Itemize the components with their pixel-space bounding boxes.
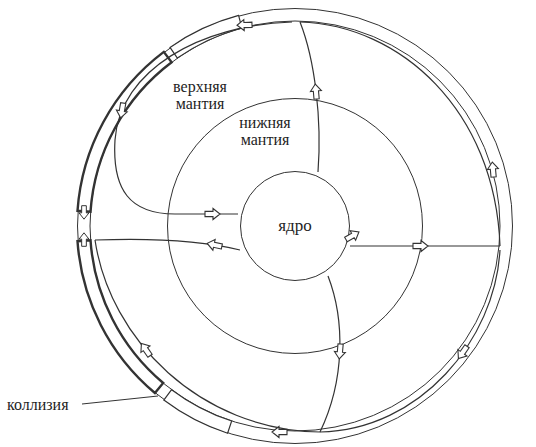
leader-line <box>82 396 158 404</box>
flow-line <box>115 22 292 214</box>
callout-label: коллизия <box>6 396 70 414</box>
flow-line <box>95 240 320 432</box>
core-circle: ядро <box>240 171 350 281</box>
flow-arrow <box>343 227 361 244</box>
text-holder: нижняя мантия <box>239 115 290 149</box>
text-holder: верхняя мантия <box>173 79 227 113</box>
crust-inner-line <box>90 21 500 431</box>
region-label: ядро <box>278 217 311 235</box>
flow-line <box>320 250 500 432</box>
flow-arrow <box>334 344 346 360</box>
circle-line <box>241 172 350 281</box>
flow-arrow <box>206 238 223 252</box>
text-holder: ядро <box>278 217 311 235</box>
plate-thick <box>78 240 164 393</box>
flow-line <box>300 22 500 246</box>
flow-arrow <box>413 241 428 252</box>
flow-arrow <box>115 102 128 119</box>
flow-arrow <box>272 427 287 438</box>
circle-line <box>168 99 423 354</box>
flow-arrow <box>237 19 252 31</box>
region-label: верхняя мантия <box>173 79 227 113</box>
region-label: нижняя мантия <box>239 115 290 149</box>
circle-line <box>78 9 513 444</box>
plate-thin <box>170 15 242 58</box>
plate-thick <box>78 52 172 212</box>
flow-arrow <box>137 340 155 359</box>
flow-arrow <box>205 209 220 220</box>
collision-arrow <box>79 233 89 247</box>
collision-arrow <box>79 206 89 220</box>
flow-arrow <box>454 343 472 362</box>
flow-arrow <box>487 162 499 178</box>
lower-mantle-circle: нижняя мантия ядро <box>167 98 423 354</box>
flow-arrow <box>310 84 322 100</box>
plate-thin <box>164 390 232 434</box>
